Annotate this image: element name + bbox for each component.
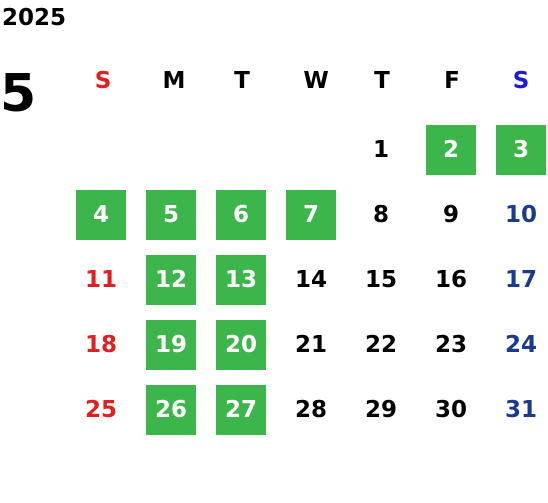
day-cell[interactable]: 14 — [294, 267, 327, 293]
day-cell[interactable]: 12 — [146, 255, 196, 305]
day-cell[interactable]: 8 — [372, 202, 389, 228]
day-cell[interactable]: 1 — [372, 137, 389, 163]
day-cell[interactable]: 9 — [442, 202, 459, 228]
day-cell[interactable]: 6 — [216, 190, 266, 240]
day-cell[interactable]: 18 — [84, 332, 117, 358]
day-cell[interactable]: 31 — [504, 397, 537, 423]
day-cell[interactable]: 17 — [504, 267, 537, 293]
month-label: 5 — [0, 64, 37, 124]
day-cell[interactable]: 23 — [434, 332, 467, 358]
day-cell[interactable]: 13 — [216, 255, 266, 305]
weekday-sat: S — [512, 68, 530, 94]
day-cell[interactable]: 10 — [504, 202, 537, 228]
day-cell[interactable]: 11 — [84, 267, 117, 293]
weekday-sun: S — [94, 68, 112, 94]
day-cell[interactable]: 25 — [84, 397, 117, 423]
day-cell[interactable]: 27 — [216, 385, 266, 435]
weekday-fri: F — [444, 68, 460, 94]
weekday-thu: T — [374, 68, 390, 94]
day-cell[interactable]: 5 — [146, 190, 196, 240]
weekday-wed: W — [303, 68, 329, 94]
day-cell[interactable]: 16 — [434, 267, 467, 293]
day-cell[interactable]: 29 — [364, 397, 397, 423]
day-cell[interactable]: 4 — [76, 190, 126, 240]
day-cell[interactable]: 24 — [504, 332, 537, 358]
day-cell[interactable]: 21 — [294, 332, 327, 358]
day-cell[interactable]: 15 — [364, 267, 397, 293]
day-cell[interactable]: 3 — [496, 125, 546, 175]
day-cell[interactable]: 20 — [216, 320, 266, 370]
day-cell[interactable]: 26 — [146, 385, 196, 435]
day-cell[interactable]: 7 — [286, 190, 336, 240]
weekday-tue: T — [234, 68, 250, 94]
day-cell[interactable]: 30 — [434, 397, 467, 423]
day-cell[interactable]: 22 — [364, 332, 397, 358]
day-cell[interactable]: 28 — [294, 397, 327, 423]
weekday-mon: M — [162, 68, 186, 94]
day-cell[interactable]: 2 — [426, 125, 476, 175]
day-cell[interactable]: 19 — [146, 320, 196, 370]
year-label: 2025 — [2, 5, 67, 31]
